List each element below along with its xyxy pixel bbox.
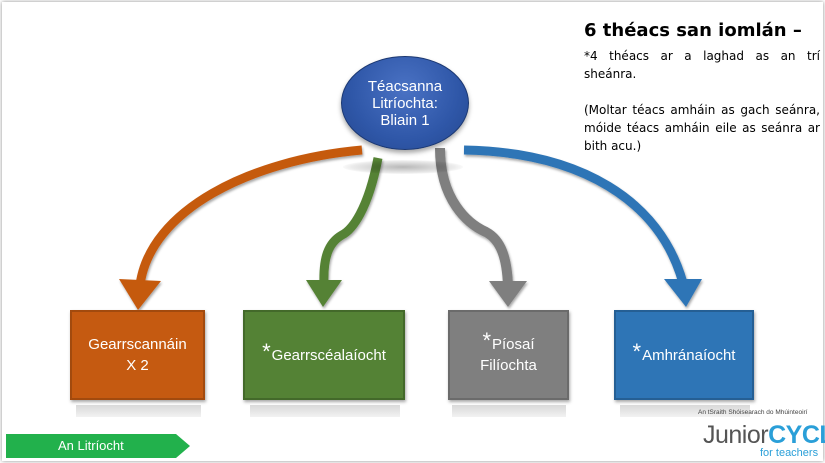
hub-line-1: Téacsanna: [367, 77, 443, 95]
section-tag: An Litríocht: [6, 434, 190, 458]
hub-ellipse: Téacsanna Litríochta: Bliain 1: [341, 56, 469, 150]
box-shadow-4: [620, 405, 750, 417]
box-3-line-1: Píosaí: [492, 336, 535, 353]
box-4-star: *: [632, 338, 642, 364]
box-4-line-1: Amhránaíocht: [642, 346, 736, 364]
box-gearrscannain: Gearrscannáin X 2: [70, 310, 205, 400]
box-shadow-2: [250, 405, 400, 417]
box-shadow-1: [76, 405, 201, 417]
box-shadow-3: [452, 405, 566, 417]
tag-label: An Litríocht: [58, 438, 124, 453]
hub-line-2: Litríochta:: [372, 94, 438, 112]
box-2-line-1: Gearrscéalaíocht: [271, 346, 386, 364]
logo-junior: Junior: [703, 421, 769, 449]
box-3-star: *: [482, 328, 491, 353]
arrow-grey: [435, 147, 527, 307]
arrow-orange: [119, 145, 363, 310]
box-1-line-1: Gearrscannáin: [88, 336, 187, 353]
box-3-line-2: Filíochta: [480, 357, 537, 374]
arrow-green: [306, 157, 383, 307]
side-para-1: *4 théacs ar a laghad as an trí sheánra.: [584, 49, 820, 81]
box-piosai-filiochta: *Píosaí Filíochta: [448, 310, 569, 400]
junior-cycle-logo: JuniorCYCLE: [703, 421, 825, 450]
box-2-star: *: [262, 338, 271, 364]
logo-cycle: CYCLE: [768, 421, 825, 449]
box-1-line-2: X 2: [126, 357, 149, 374]
logo-sub-text: for teachers: [760, 447, 819, 459]
box-gearrscealaiocht: *Gearrscéalaíocht: [243, 310, 405, 400]
hub-shadow: [343, 160, 463, 174]
side-para-2: (Moltar téacs amháin as gach seánra, mói…: [584, 103, 820, 153]
tag-arrow-shape: [6, 434, 190, 458]
logo-top-text: An tSraith Shóisearach do Mhúinteoirí: [698, 409, 808, 416]
side-text: *4 théacs ar a laghad as an trí sheánra.…: [584, 47, 820, 173]
side-title: 6 théacs san iomlán –: [584, 20, 802, 41]
arrow-blue: [463, 145, 702, 307]
hub-line-3: Bliain 1: [380, 111, 430, 129]
box-amhranaiocht: *Amhránaíocht: [614, 310, 754, 400]
